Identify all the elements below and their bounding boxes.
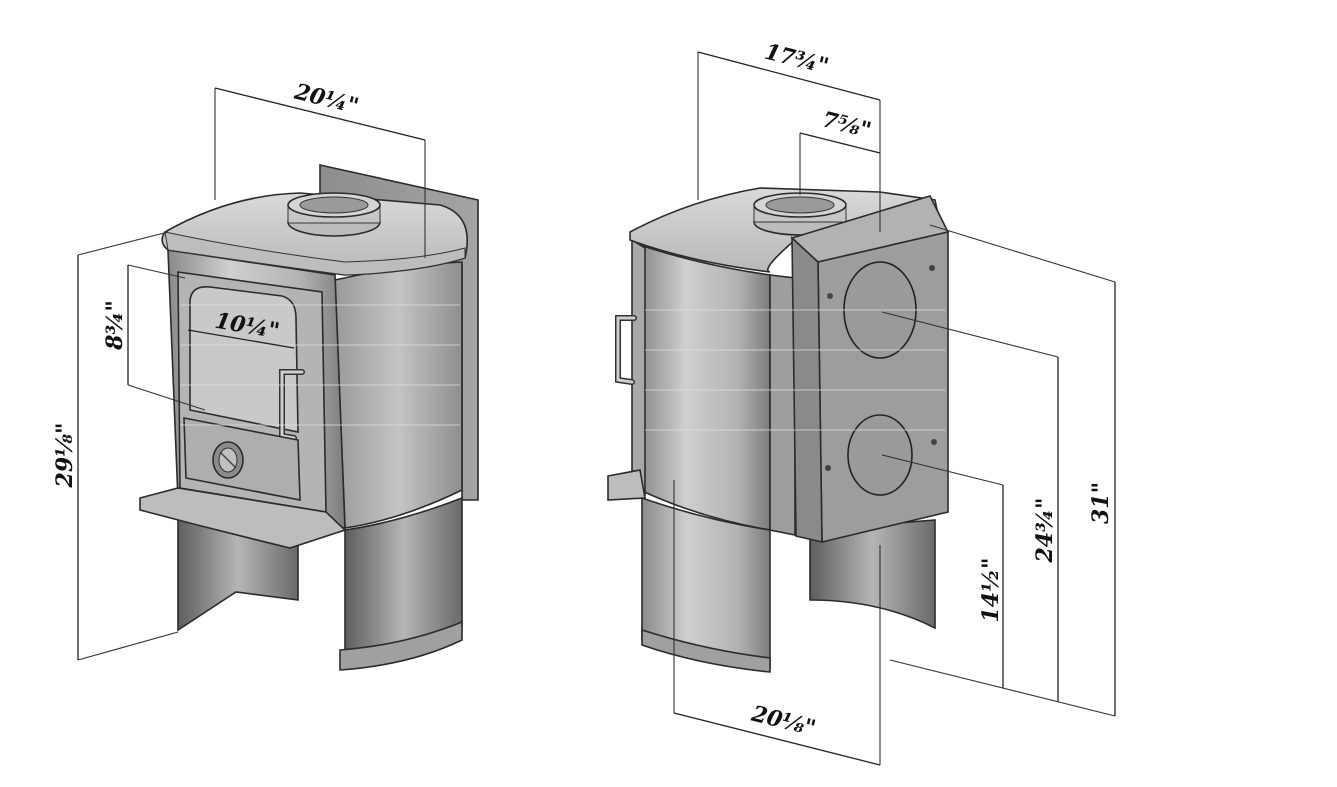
rear-hearth-ledge bbox=[607, 469, 646, 501]
rear-stove-legs bbox=[809, 519, 936, 630]
front-door-glass bbox=[189, 285, 299, 433]
air-control-dial-icon bbox=[212, 441, 244, 479]
panel-bolts bbox=[825, 265, 937, 471]
front-hearth-ledge bbox=[139, 487, 347, 549]
front-stove-side bbox=[334, 261, 463, 529]
front-height-label: 29⅛" bbox=[52, 423, 78, 489]
base-depth-label: 20⅛" bbox=[748, 701, 818, 742]
top-rim bbox=[164, 231, 466, 276]
front-flue-collar bbox=[287, 192, 381, 237]
lower-outlet-height-label: 14½" bbox=[978, 557, 1004, 622]
front-stove bbox=[139, 164, 479, 671]
front-width-label: 20¼" bbox=[291, 78, 361, 119]
flue-offset-label: 7⅝" bbox=[820, 107, 874, 144]
rear-stove-side-strip bbox=[769, 274, 796, 536]
front-base-foot bbox=[339, 620, 463, 671]
dimension-lines bbox=[77, 51, 1116, 766]
rear-stove bbox=[607, 187, 950, 673]
lower-flue-outlet bbox=[847, 414, 913, 496]
upper-outlet-height-label: 24¾" bbox=[1032, 497, 1058, 563]
window-height-label: 8¾" bbox=[102, 300, 128, 351]
rear-stove-door-edge bbox=[631, 238, 646, 497]
rear-stove-side-body bbox=[639, 243, 771, 531]
overall-height-label: 31" bbox=[1088, 482, 1114, 524]
side-depth-label: 17¾" bbox=[762, 39, 831, 80]
